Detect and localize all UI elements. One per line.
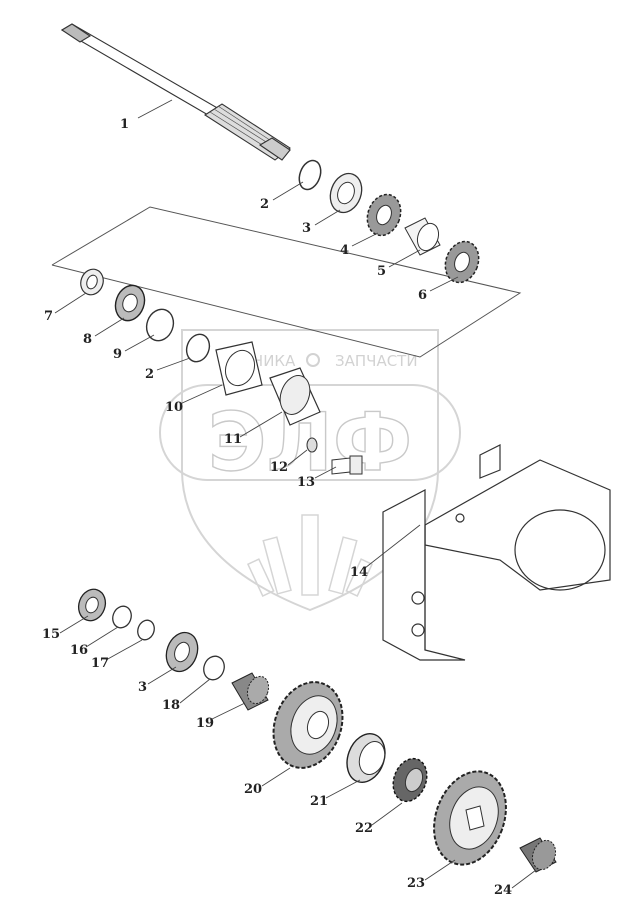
part-12-washer <box>306 437 318 453</box>
callout-12: 12 <box>270 460 288 475</box>
callout-5: 5 <box>377 264 386 279</box>
watermark-brand-right: ЗАПЧАСТИ <box>335 352 418 370</box>
part-24-needle-bearing <box>519 837 557 873</box>
part-10-gasket <box>215 341 263 396</box>
callout-19: 19 <box>196 716 214 731</box>
part-9-ring <box>145 308 175 342</box>
callout-18: 18 <box>162 698 180 713</box>
callout-17: 17 <box>91 656 109 671</box>
callout-8: 8 <box>83 332 92 347</box>
part-21-ring-gear <box>346 733 386 783</box>
part-15-nut <box>77 588 107 622</box>
callout-22: 22 <box>355 821 373 836</box>
callout-13: 13 <box>297 475 315 490</box>
part-8-bearing <box>114 284 146 322</box>
callout-labels: 1 2 3 4 5 6 7 8 9 2 10 11 12 13 14 15 16… <box>42 117 512 898</box>
callout-1: 1 <box>120 117 129 132</box>
callout-6: 6 <box>418 288 427 303</box>
part-20-gear <box>272 681 344 769</box>
callout-2-lower: 2 <box>145 367 154 382</box>
part-2-retaining-ring <box>298 159 322 191</box>
callout-2: 2 <box>260 197 269 212</box>
callout-21: 21 <box>310 794 328 809</box>
callout-14: 14 <box>350 565 368 580</box>
part-22-clutch <box>392 757 428 803</box>
part-6-gear <box>444 240 480 284</box>
assembly-frame <box>51 206 522 358</box>
part-4-gear <box>366 193 402 237</box>
callout-23: 23 <box>407 876 425 891</box>
part-14-bracket <box>382 444 611 661</box>
part-5-sleeve <box>404 217 441 256</box>
part-17-ring <box>137 619 155 641</box>
callout-4: 4 <box>340 243 349 258</box>
part-19-needle-bearing <box>231 672 270 711</box>
leader-lines <box>54 99 537 889</box>
wheat-icon <box>246 514 374 597</box>
callout-20: 20 <box>244 782 262 797</box>
callout-9: 9 <box>113 347 122 362</box>
part-11-flange <box>269 367 321 426</box>
callout-24: 24 <box>494 883 512 898</box>
part-1-shaft <box>60 23 291 161</box>
part-16-lock-washer <box>112 605 132 629</box>
part-18-washer <box>203 655 225 681</box>
part-13-bolt <box>331 455 363 475</box>
callout-3: 3 <box>302 221 311 236</box>
part-3-lower-bearing <box>165 631 199 673</box>
callout-3-lower: 3 <box>138 680 147 695</box>
callout-7: 7 <box>44 309 53 324</box>
part-23-gear <box>433 770 507 866</box>
gear-icon <box>306 353 320 367</box>
callout-11: 11 <box>224 432 242 447</box>
part-3-bearing <box>329 172 363 214</box>
part-7-bushing <box>80 268 104 296</box>
callout-16: 16 <box>70 643 88 658</box>
callout-10: 10 <box>165 400 183 415</box>
callout-15: 15 <box>42 627 60 642</box>
part-2-lower-ring <box>185 333 211 363</box>
